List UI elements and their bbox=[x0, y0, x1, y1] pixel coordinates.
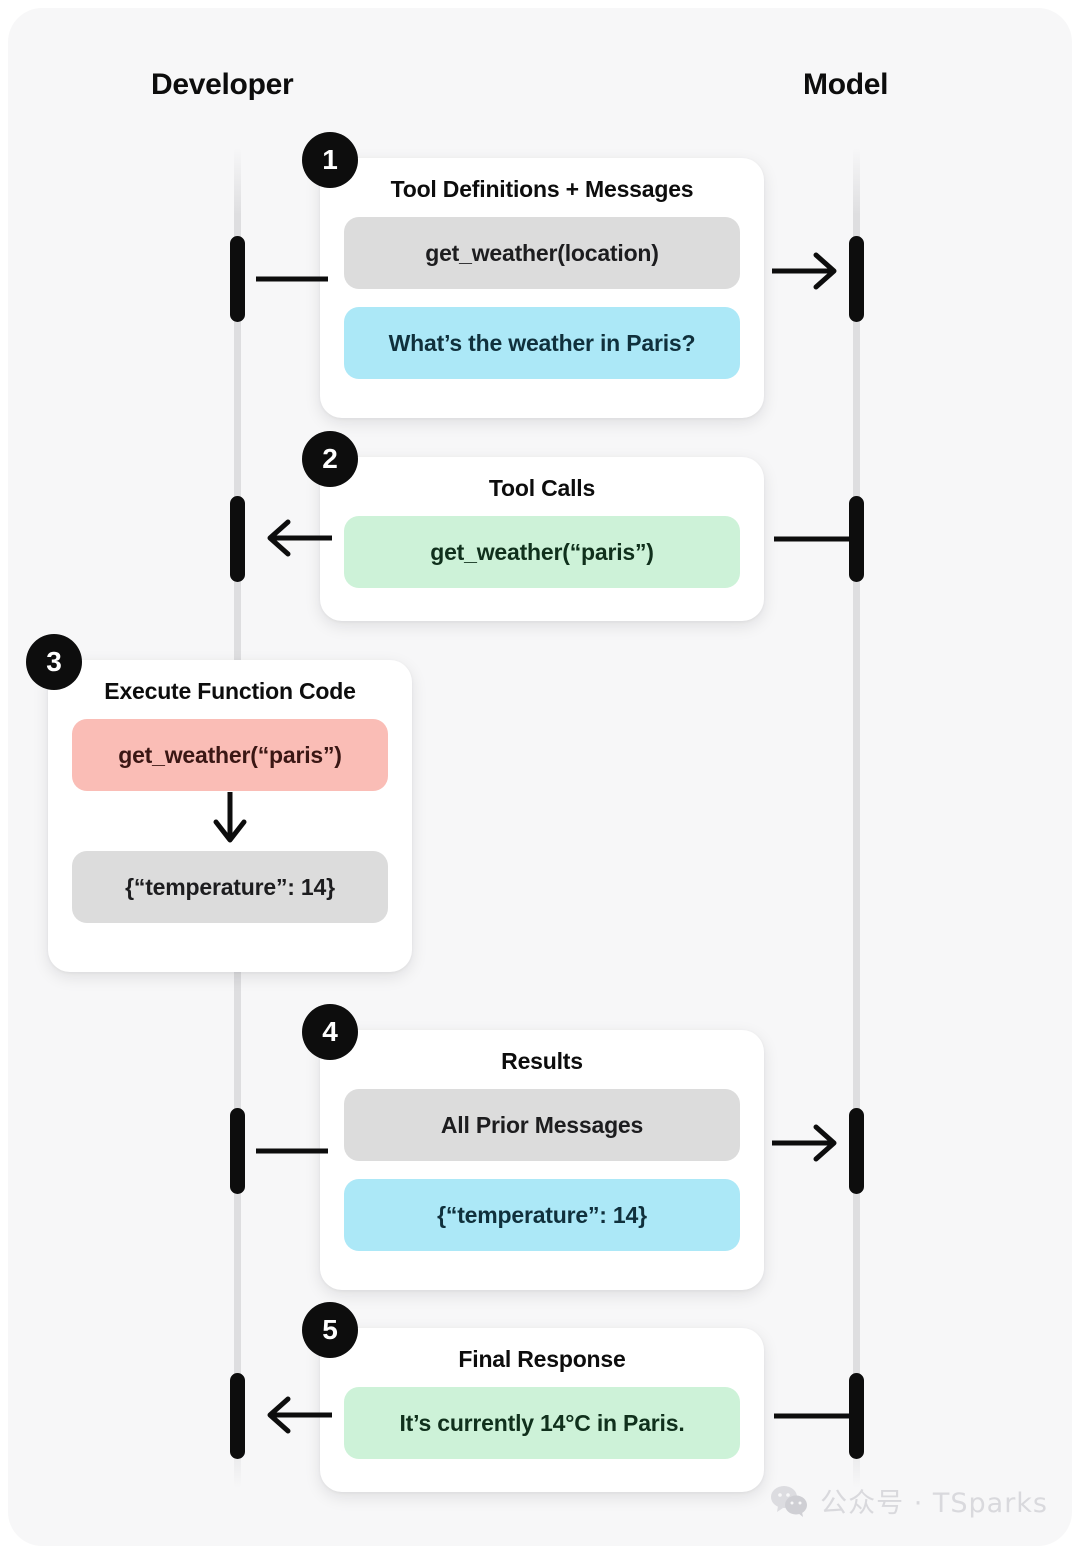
lifeline-developer-active-5 bbox=[230, 1373, 245, 1459]
connector-step-2-left-arrow bbox=[267, 519, 332, 557]
watermark: 公众号 · TSparks bbox=[770, 1481, 1048, 1520]
lifeline-developer-active-2 bbox=[230, 496, 245, 582]
card-step-4[interactable]: Results All Prior Messages {“temperature… bbox=[320, 1030, 764, 1290]
card-step-4-pill-1: All Prior Messages bbox=[344, 1089, 740, 1161]
lifeline-model-active-2 bbox=[849, 496, 864, 582]
lifeline-model-active-5 bbox=[849, 1373, 864, 1459]
card-step-2[interactable]: Tool Calls get_weather(“paris”) bbox=[320, 457, 764, 621]
card-step-3-title: Execute Function Code bbox=[104, 678, 356, 704]
card-step-1[interactable]: Tool Definitions + Messages get_weather(… bbox=[320, 158, 764, 418]
lifeline-model-active-1 bbox=[849, 236, 864, 322]
connector-step-4-left bbox=[256, 1148, 328, 1154]
card-step-1-pill-2: What’s the weather in Paris? bbox=[344, 307, 740, 379]
card-step-5-pill-1: It’s currently 14°C in Paris. bbox=[344, 1387, 740, 1459]
lane-title-developer: Developer bbox=[151, 68, 294, 101]
step-badge-5: 5 bbox=[302, 1302, 358, 1358]
lifeline-developer-active-1 bbox=[230, 236, 245, 322]
step-badge-1: 1 bbox=[302, 132, 358, 188]
connector-step-5-right bbox=[774, 1413, 850, 1419]
connector-step-4-right-arrow bbox=[772, 1124, 837, 1162]
connector-step-5-left-arrow bbox=[267, 1396, 332, 1434]
card-step-2-pill-1: get_weather(“paris”) bbox=[344, 516, 740, 588]
card-step-1-pill-1: get_weather(location) bbox=[344, 217, 740, 289]
down-arrow-icon bbox=[72, 787, 388, 851]
lifeline-model-active-4 bbox=[849, 1108, 864, 1194]
card-step-3-pill-1: get_weather(“paris”) bbox=[72, 719, 388, 791]
card-step-4-title: Results bbox=[501, 1048, 583, 1074]
connector-step-1-right-arrow bbox=[772, 252, 837, 290]
watermark-text: 公众号 · TSparks bbox=[820, 1488, 1048, 1519]
lifeline-developer-active-4 bbox=[230, 1108, 245, 1194]
step-badge-2: 2 bbox=[302, 431, 358, 487]
lane-title-model: Model bbox=[803, 68, 889, 101]
card-step-3-pill-2: {“temperature”: 14} bbox=[72, 851, 388, 923]
diagram-canvas: Developer Model 1 bbox=[8, 8, 1072, 1546]
connector-step-1-left bbox=[256, 276, 328, 282]
card-step-5-title: Final Response bbox=[458, 1346, 626, 1372]
wechat-icon bbox=[771, 1485, 808, 1517]
lifeline-model bbox=[853, 148, 860, 1488]
card-step-5[interactable]: Final Response It’s currently 14°C in Pa… bbox=[320, 1328, 764, 1492]
card-step-1-title: Tool Definitions + Messages bbox=[390, 176, 694, 202]
connector-step-2-right bbox=[774, 536, 850, 542]
card-step-2-title: Tool Calls bbox=[488, 475, 596, 501]
step-badge-4: 4 bbox=[302, 1004, 358, 1060]
step-badge-3: 3 bbox=[26, 634, 82, 690]
card-step-3[interactable]: Execute Function Code get_weather(“paris… bbox=[48, 660, 412, 972]
card-step-4-pill-2: {“temperature”: 14} bbox=[344, 1179, 740, 1251]
